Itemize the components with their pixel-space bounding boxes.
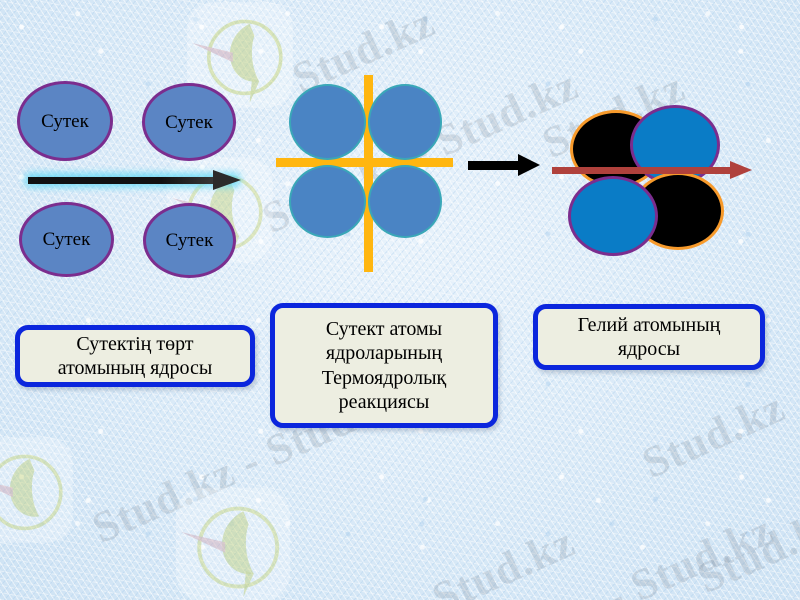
caption-box-hydrogen: Сутектің төрт атомының ядросы [15, 325, 255, 387]
caption-line: Сутект атомы [325, 317, 443, 340]
hydrogen-atom: Сутек [19, 202, 114, 277]
hydrogen-atom-label: Сутек [42, 229, 91, 250]
right-arrow-head [730, 161, 752, 179]
hydrogen-atom-label: Сутек [165, 111, 213, 133]
middle-arrow-head [518, 154, 540, 176]
hydrogen-atom-label: Сутек [41, 110, 89, 132]
hydrogen-atom-label: Сутек [165, 230, 214, 251]
fusion-nucleon [289, 165, 366, 238]
cross-line-horizontal [276, 158, 453, 167]
caption-text: Сутектің төрт атомының ядросы [52, 332, 219, 381]
caption-line: атомының ядросы [57, 357, 213, 379]
hydrogen-atom: Сутек [142, 83, 236, 161]
fusion-nucleon [368, 84, 442, 160]
hydrogen-atom: Сутек [17, 81, 113, 161]
caption-line: Термоядролық [321, 366, 447, 389]
middle-arrow-shaft [468, 161, 520, 170]
hydrogen-atom: Сутек [143, 203, 236, 278]
caption-line: Гелий атомының [577, 313, 721, 336]
caption-line: реакциясы [338, 390, 430, 413]
caption-box-helium: Гелий атомының ядросы [533, 304, 765, 370]
caption-line: Сутектің төрт [76, 332, 194, 355]
caption-text: Сутект атомы ядроларының Термоядролық ре… [316, 317, 453, 415]
right-arrow-shaft [552, 167, 732, 174]
fusion-nucleon [368, 165, 442, 238]
cross-line-vertical [364, 75, 373, 272]
left-arrow-head [213, 170, 241, 190]
helium-proton [568, 176, 658, 256]
caption-line: ядросы [617, 338, 681, 360]
caption-line: ядроларының [325, 342, 443, 365]
left-arrow-shaft [28, 177, 218, 184]
caption-text: Гелий атомының ядросы [572, 313, 727, 362]
fusion-nucleon [289, 84, 366, 160]
caption-box-reaction: Сутект атомы ядроларының Термоядролық ре… [270, 303, 498, 428]
